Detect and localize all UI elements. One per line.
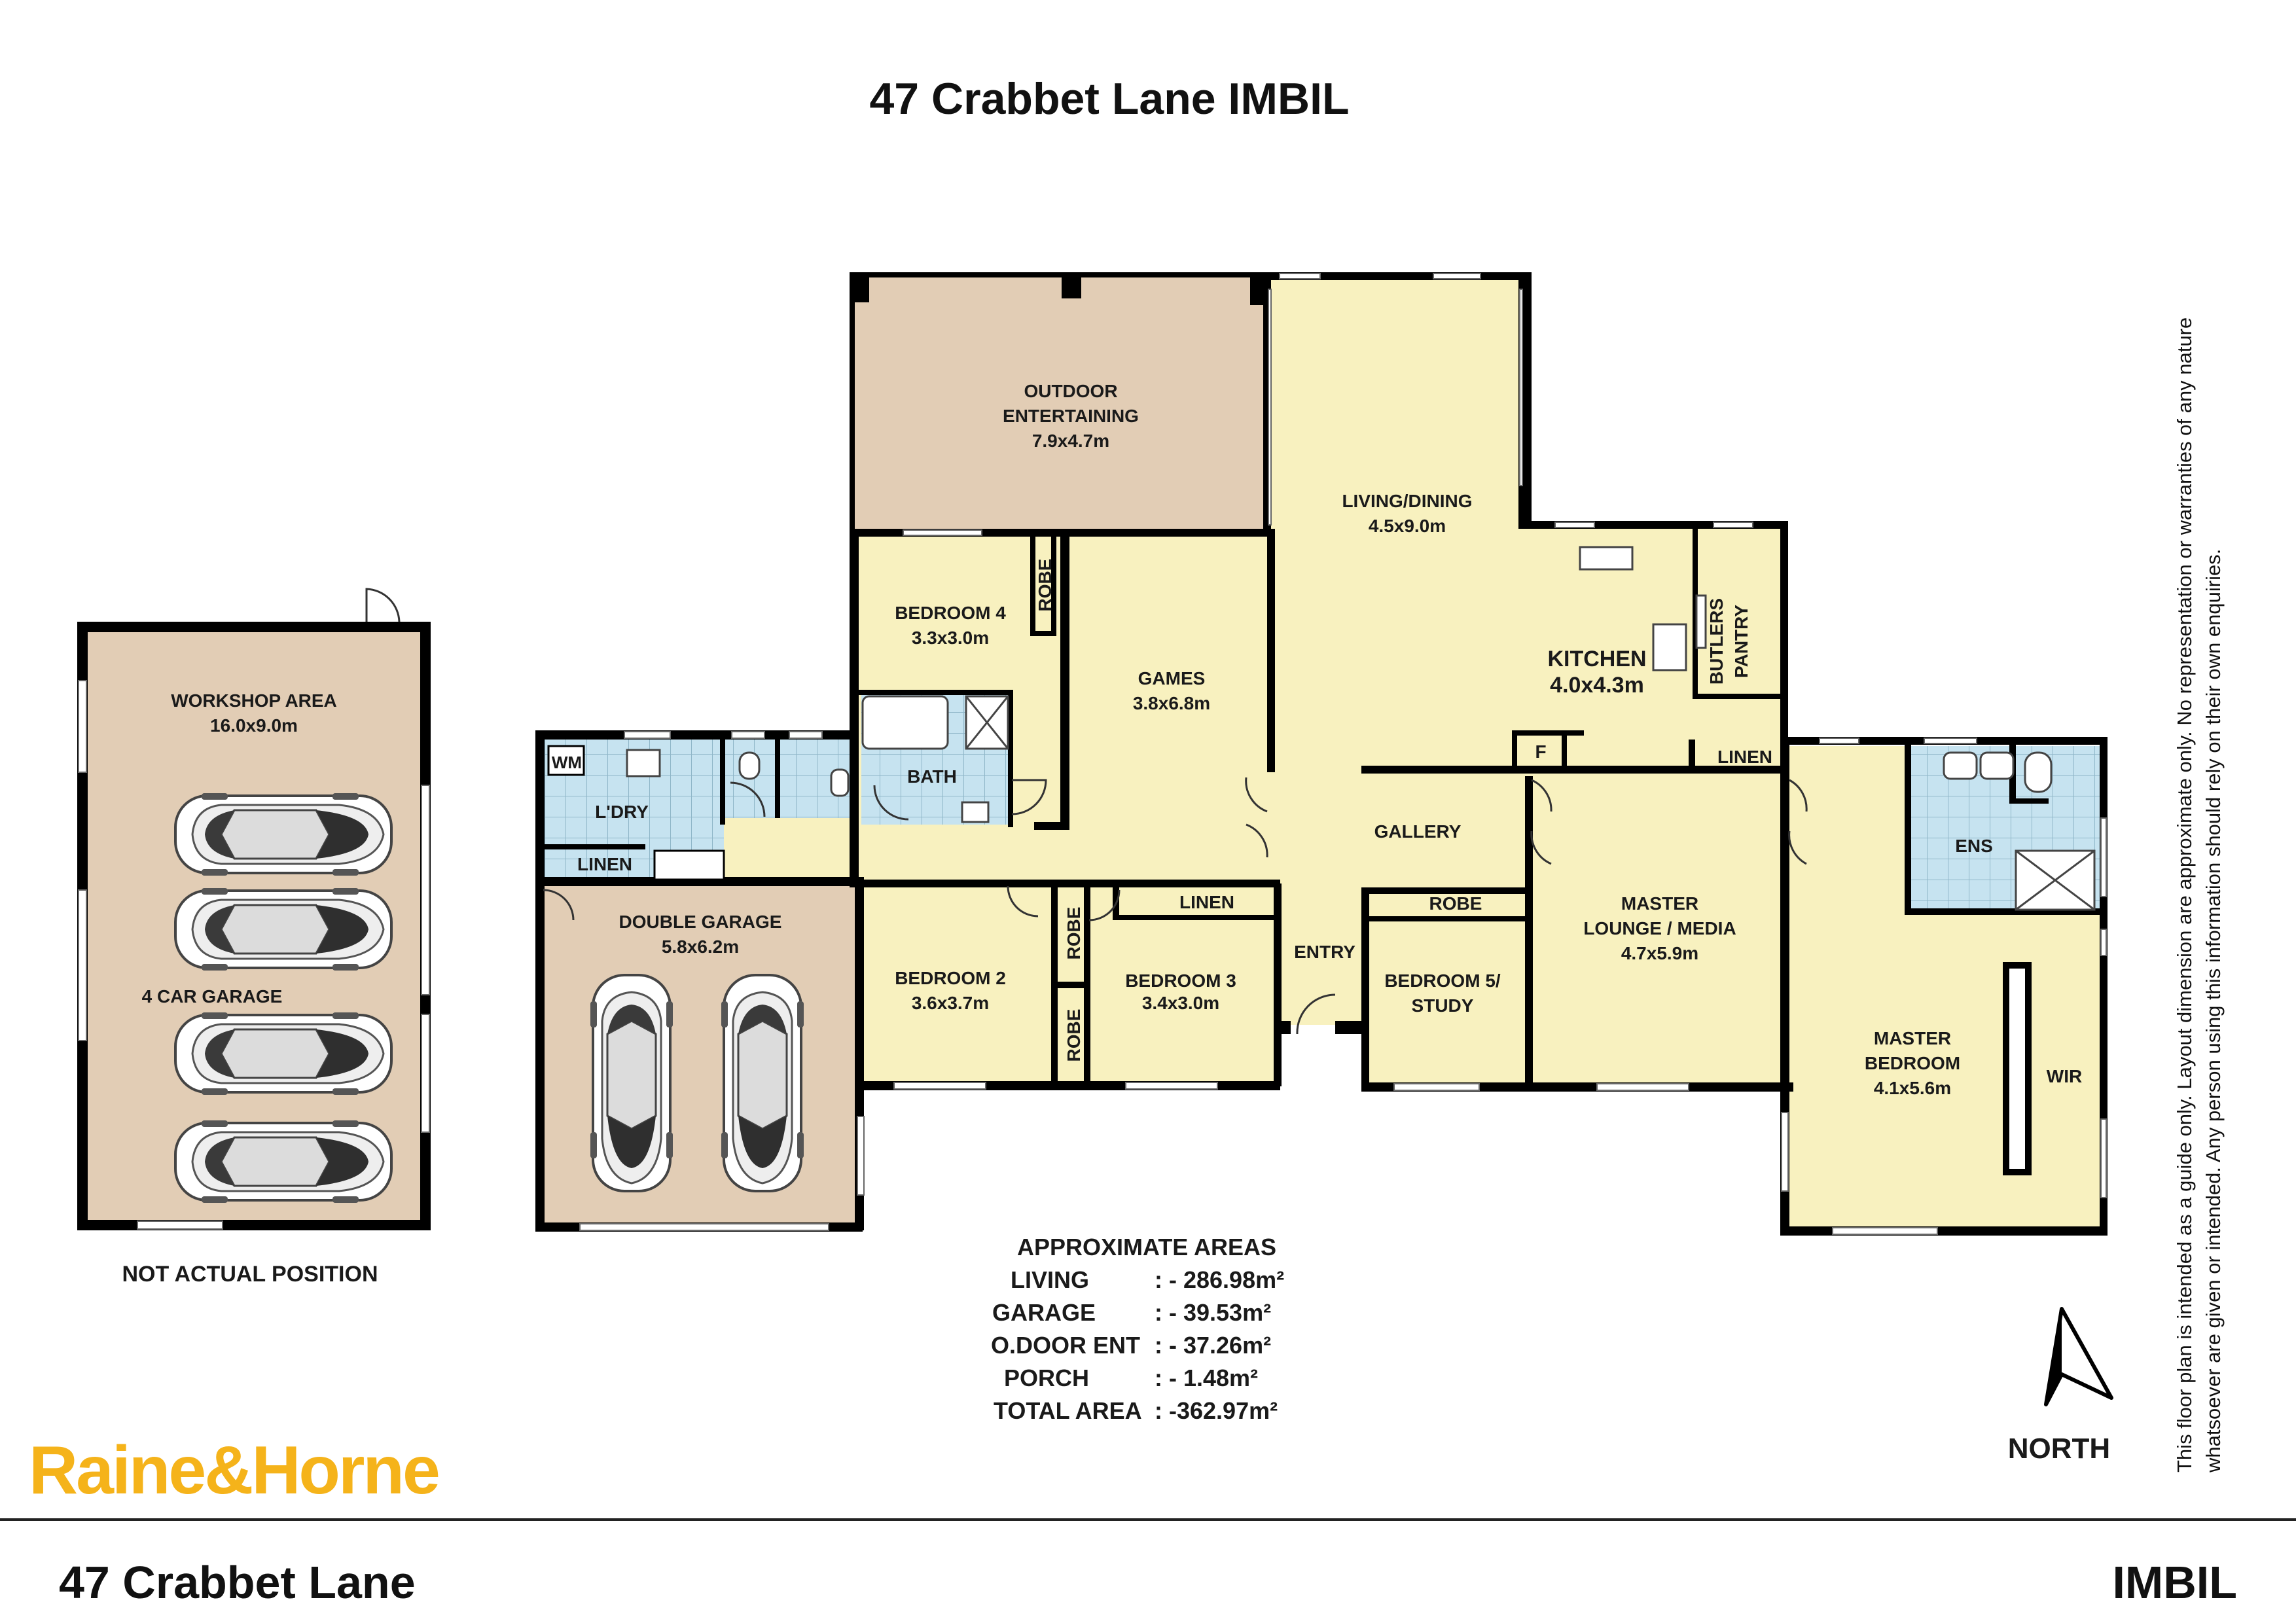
workshop-label: WORKSHOP AREA xyxy=(171,690,337,711)
gallery-label: GALLERY xyxy=(1374,821,1462,842)
area-row-living-value: : - 286.98m² xyxy=(1155,1266,1284,1293)
bedroom4-label: BEDROOM 4 xyxy=(895,603,1006,623)
area-row-total-label: TOTAL AREA xyxy=(994,1397,1142,1424)
windows xyxy=(78,273,2107,1235)
kitchen-label: KITCHEN xyxy=(1547,647,1646,671)
footer-address: 47 Crabbet Lane xyxy=(59,1557,416,1608)
double-garage-floor xyxy=(541,883,855,1224)
walls xyxy=(77,272,2108,1236)
laundry-label: L'DRY xyxy=(595,802,649,822)
area-row-total-value: : -362.97m² xyxy=(1155,1397,1278,1424)
four-car-garage-label: 4 CAR GARAGE xyxy=(142,986,283,1007)
fixtures xyxy=(626,546,2096,911)
bedroom3-linen-label: LINEN xyxy=(1179,892,1234,912)
hallway-floor xyxy=(720,818,1283,883)
outdoor-entertaining-label-2: ENTERTAINING xyxy=(1003,406,1139,426)
laundry-linen-cupboard xyxy=(653,849,725,881)
living-dining-size: 4.5x9.0m xyxy=(1369,516,1446,536)
footer-suburb: IMBIL xyxy=(2112,1557,2237,1608)
bedroom5-robe-label: ROBE xyxy=(1429,893,1482,914)
footer-divider xyxy=(0,1518,2296,1521)
areas-heading: APPROXIMATE AREAS xyxy=(1017,1234,1276,1260)
master-lounge-label-1: MASTER xyxy=(1621,893,1698,914)
master-bedroom-label-2: BEDROOM xyxy=(1865,1053,1960,1073)
master-bedroom-size: 4.1x5.6m xyxy=(1874,1078,1951,1098)
north-label: NORTH xyxy=(2008,1433,2110,1465)
double-garage-size: 5.8x6.2m xyxy=(662,936,739,957)
outdoor-entertaining-label-1: OUTDOOR xyxy=(1024,381,1117,401)
bedroom5-lounge-floor xyxy=(1368,763,1787,1090)
bath-label: BATH xyxy=(907,766,957,787)
workshop-size: 16.0x9.0m xyxy=(210,715,298,736)
living-dining-floor xyxy=(1268,276,1524,763)
bedroom4-robe-label: ROBE xyxy=(1035,559,1055,612)
area-row-garage-label: GARAGE xyxy=(992,1299,1096,1326)
ensuite-label: ENS xyxy=(1955,836,1993,856)
laundry-linen-label: LINEN xyxy=(577,854,632,874)
area-row-living-label: LIVING xyxy=(1011,1266,1089,1293)
washing-machine xyxy=(547,745,585,776)
kitchen-size: 4.0x4.3m xyxy=(1550,673,1644,698)
master-lounge-size: 4.7x5.9m xyxy=(1621,943,1698,963)
raine-horne-logo: Raine&Horne xyxy=(29,1433,440,1508)
games-size: 3.8x6.8m xyxy=(1133,693,1210,713)
area-row-porch-label: PORCH xyxy=(1004,1364,1089,1391)
butlers-pantry-label-2: PANTRY xyxy=(1731,605,1751,678)
master-lounge-linen-label: LINEN xyxy=(1717,747,1772,767)
not-actual-position-note: NOT ACTUAL POSITION xyxy=(122,1262,378,1287)
bedroom3-label: BEDROOM 3 xyxy=(1125,971,1236,991)
living-dining-label: LIVING/DINING xyxy=(1342,491,1472,511)
outdoor-entertaining-floor xyxy=(855,276,1268,533)
room-labels: OUTDOOR ENTERTAINING 7.9x4.7m LIVING/DIN… xyxy=(142,381,2083,1098)
page-title: 47 Crabbet Lane IMBIL xyxy=(869,74,1350,124)
bedroom4-size: 3.3x3.0m xyxy=(912,628,989,648)
bedroom5-label-1: BEDROOM 5/ xyxy=(1384,971,1501,991)
bedroom2-robe-top-label: ROBE xyxy=(1064,907,1084,960)
bedroom5-label-2: STUDY xyxy=(1412,995,1474,1016)
area-row-garage-value: : - 39.53m² xyxy=(1155,1299,1271,1326)
games-label: GAMES xyxy=(1138,668,1206,688)
master-lounge-label-2: LOUNGE / MEDIA xyxy=(1583,918,1736,938)
entry-label: ENTRY xyxy=(1294,942,1355,962)
approximate-areas: APPROXIMATE AREAS LIVING : - 286.98m² GA… xyxy=(991,1234,1284,1424)
area-row-porch-value: : - 1.48m² xyxy=(1155,1364,1258,1391)
bedroom2-label: BEDROOM 2 xyxy=(895,968,1006,988)
bedroom2-robe-bottom-label: ROBE xyxy=(1064,1009,1084,1062)
double-garage-label: DOUBLE GARAGE xyxy=(619,912,782,932)
butlers-pantry-label-1: BUTLERS xyxy=(1706,598,1727,685)
bedroom3-size: 3.4x3.0m xyxy=(1142,993,1219,1013)
area-row-odoor-value: : - 37.26m² xyxy=(1155,1332,1271,1359)
area-row-odoor-label: O.DOOR ENT xyxy=(991,1332,1140,1359)
wir-label: WIR xyxy=(2047,1066,2082,1086)
outdoor-entertaining-size: 7.9x4.7m xyxy=(1032,431,1109,451)
master-bedroom-label-1: MASTER xyxy=(1874,1028,1951,1048)
north-arrow-icon xyxy=(2044,1307,2113,1406)
doors xyxy=(365,588,1808,1035)
bedroom2-size: 3.6x3.7m xyxy=(912,993,989,1013)
disclaimer-text: This floor plan is intended as a guide o… xyxy=(2173,317,2225,1472)
fridge-label: F xyxy=(1535,741,1546,762)
washing-machine-label: WM xyxy=(552,753,582,772)
